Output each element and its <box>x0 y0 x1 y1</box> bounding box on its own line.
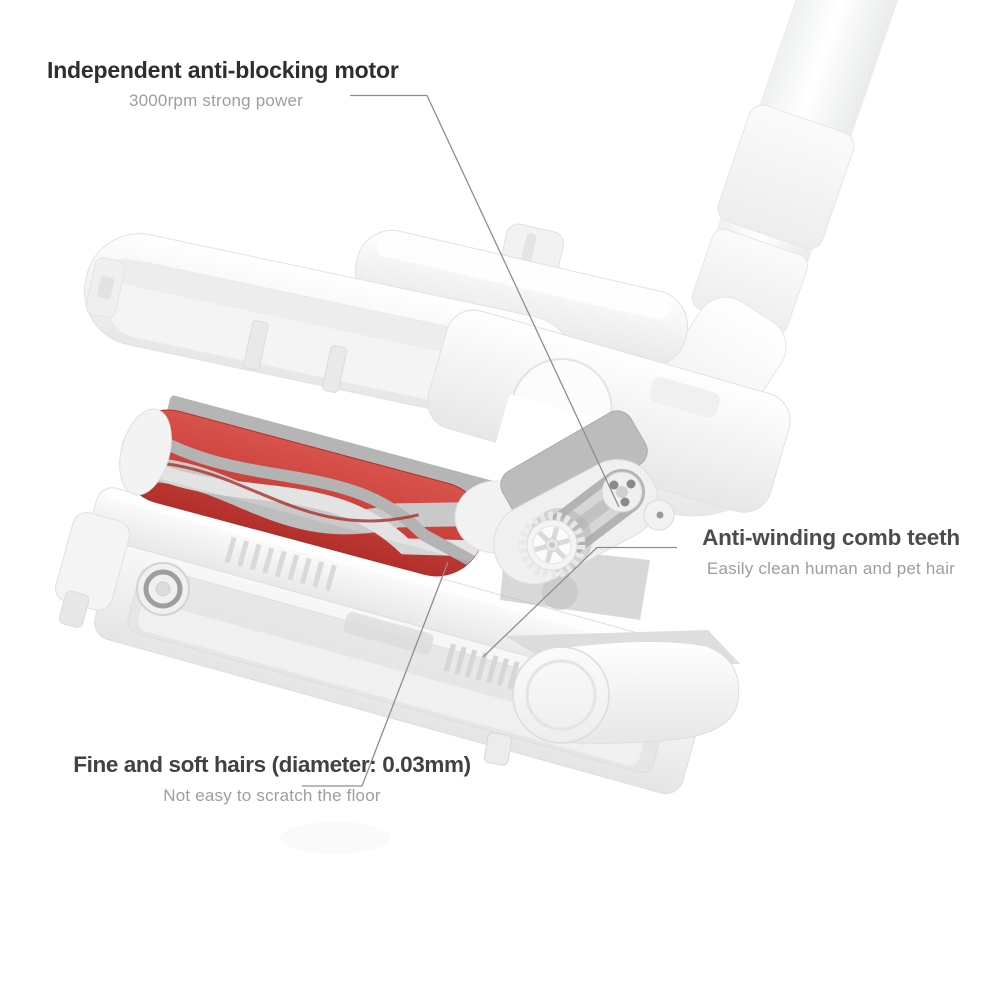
brush-cradle <box>427 309 791 513</box>
pulley <box>601 471 643 513</box>
brush-roller <box>110 395 495 587</box>
hairs-leader-line <box>302 561 449 787</box>
motor-leader-line <box>350 94 620 508</box>
gear-assembly <box>454 410 675 585</box>
callout-hairs-subtitle: Not easy to scratch the floor <box>163 785 381 805</box>
comb-leader-line <box>482 546 677 658</box>
wand-tube <box>691 0 937 336</box>
front-foot <box>483 732 513 766</box>
back-wheel <box>136 562 190 616</box>
comb-teeth-row-back <box>224 536 337 592</box>
callout-hairs-title: Fine and soft hairs (diameter: 0.03mm) <box>73 752 471 777</box>
callout-motor-subtitle: 3000rpm strong power <box>128 91 304 111</box>
front-roller <box>280 640 740 854</box>
side-bracket <box>55 512 131 628</box>
callout-motor-title: Independent anti-blocking motor <box>47 57 399 83</box>
callout-comb: Anti-winding comb teeth Easily clean hum… <box>700 525 962 579</box>
motor-shaft-cap <box>643 499 675 531</box>
callout-hairs: Fine and soft hairs (diameter: 0.03mm) N… <box>68 752 476 806</box>
hinge-hole <box>542 574 578 610</box>
callout-motor: Independent anti-blocking motor 3000rpm … <box>47 57 399 112</box>
gear-wheel <box>518 508 592 579</box>
brush-end-cap <box>119 408 172 496</box>
callout-comb-subtitle: Easily clean human and pet hair <box>706 558 956 578</box>
callout-comb-title: Anti-winding comb teeth <box>702 525 960 550</box>
